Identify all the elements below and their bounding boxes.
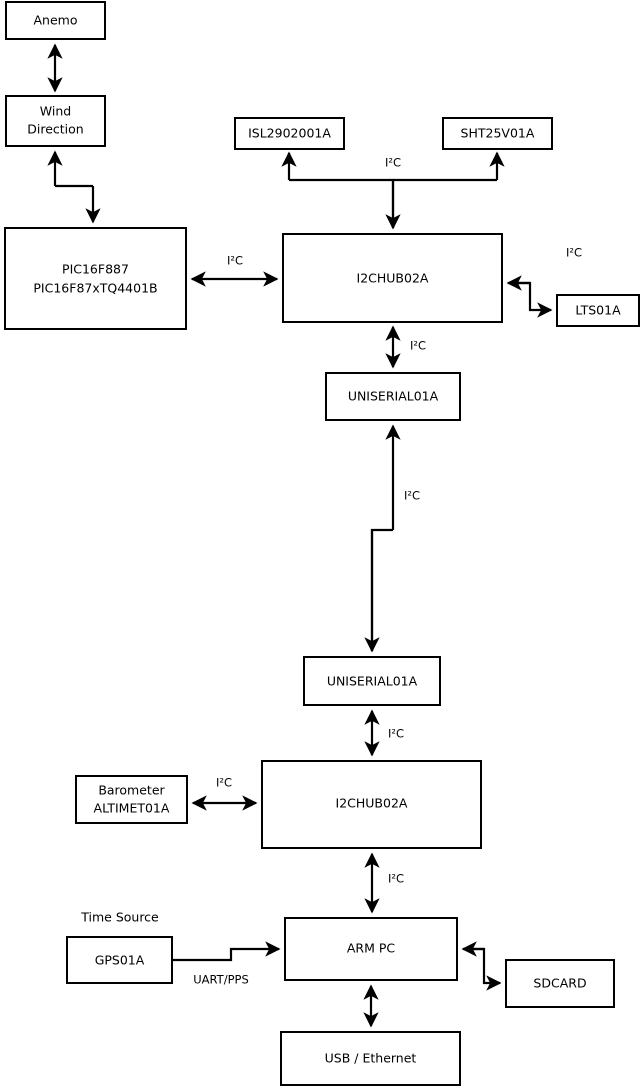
node-label-uniserial-upper: UNISERIAL01A xyxy=(348,389,439,404)
edge-label-gps-armpc: UART/PPS xyxy=(193,973,249,987)
node-label-wind-line1: Wind xyxy=(40,104,71,119)
node-lts01a[interactable]: LTS01A xyxy=(556,294,640,327)
node-label-pic-line2: PIC16F87xTQ4401B xyxy=(33,281,157,296)
connector-uniserial-hubbottom: I²C xyxy=(364,709,404,757)
node-label-gps: GPS01A xyxy=(95,953,145,968)
node-uniserial01a-lower[interactable]: UNISERIAL01A xyxy=(303,656,441,706)
edge-label-i2c-sensor-bus: I²C xyxy=(385,156,401,170)
node-pic-mcu[interactable]: PIC16F887 PIC16F87xTQ4401B xyxy=(4,227,187,330)
edge-label-hub-armpc: I²C xyxy=(388,872,404,886)
connector-barometer-hubbottom: I²C xyxy=(191,776,258,811)
node-label-isl: ISL2902001A xyxy=(248,126,331,141)
connector-hubtop-lts: I²C xyxy=(506,246,582,318)
node-label-barometer-line1: Barometer xyxy=(98,783,165,798)
node-wind-direction[interactable]: Wind Direction xyxy=(5,95,106,147)
node-label-sdcard: SDCARD xyxy=(533,976,586,991)
node-label-wind-line2: Direction xyxy=(27,122,83,137)
node-label-barometer-line2: ALTIMET01A xyxy=(94,801,170,816)
node-label-usbeth: USB / Ethernet xyxy=(325,1051,417,1066)
node-label-armpc: ARM PC xyxy=(347,941,396,956)
edge-label-pic-hub: I²C xyxy=(227,254,243,268)
label-time-source: Time Source xyxy=(80,910,159,925)
connector-hubbottom-armpc: I²C xyxy=(364,852,404,914)
node-label-hub-bottom: I2CHUB02A xyxy=(336,796,408,811)
node-label-uniserial-lower: UNISERIAL01A xyxy=(327,674,418,689)
node-uniserial01a-upper[interactable]: UNISERIAL01A xyxy=(325,372,461,421)
node-label-pic-line1: PIC16F887 xyxy=(62,262,129,277)
node-arm-pc[interactable]: ARM PC xyxy=(284,917,458,981)
edge-label-uniserial-uniserial: I²C xyxy=(404,489,420,503)
connector-armpc-sdcard xyxy=(461,941,502,991)
node-label-anemo: Anemo xyxy=(34,13,78,28)
node-sht25v01a[interactable]: SHT25V01A xyxy=(442,117,553,150)
edge-label-barometer-hub: I²C xyxy=(216,776,232,790)
node-isl2902001a[interactable]: ISL2902001A xyxy=(234,117,345,150)
node-anemo[interactable]: Anemo xyxy=(5,1,106,40)
node-label-hub-top: I2CHUB02A xyxy=(357,271,429,286)
connector-gps-armpc: UART/PPS xyxy=(172,941,281,987)
edge-label-hub-uniserial: I²C xyxy=(410,339,426,353)
node-i2chub02a-bottom[interactable]: I2CHUB02A xyxy=(261,760,482,849)
node-gps01a[interactable]: GPS01A xyxy=(66,936,173,984)
connector-hubtop-uniserial: I²C xyxy=(385,325,426,369)
node-barometer[interactable]: Barometer ALTIMET01A xyxy=(75,775,188,824)
node-label-lts: LTS01A xyxy=(575,303,621,318)
connector-uniserial-uniserial: I²C xyxy=(364,424,420,653)
node-label-sht: SHT25V01A xyxy=(461,126,535,141)
node-sdcard[interactable]: SDCARD xyxy=(505,959,615,1008)
connector-pic-hubtop: I²C xyxy=(190,254,279,287)
edge-label-hub-lts: I²C xyxy=(566,246,582,260)
node-i2chub02a-top[interactable]: I2CHUB02A xyxy=(282,233,503,323)
edge-label-uniserial-hub: I²C xyxy=(388,727,404,741)
node-usb-ethernet[interactable]: USB / Ethernet xyxy=(280,1031,461,1086)
connector-wind-pic xyxy=(47,150,101,224)
connector-hubtop-sensors: I²C xyxy=(281,151,505,230)
